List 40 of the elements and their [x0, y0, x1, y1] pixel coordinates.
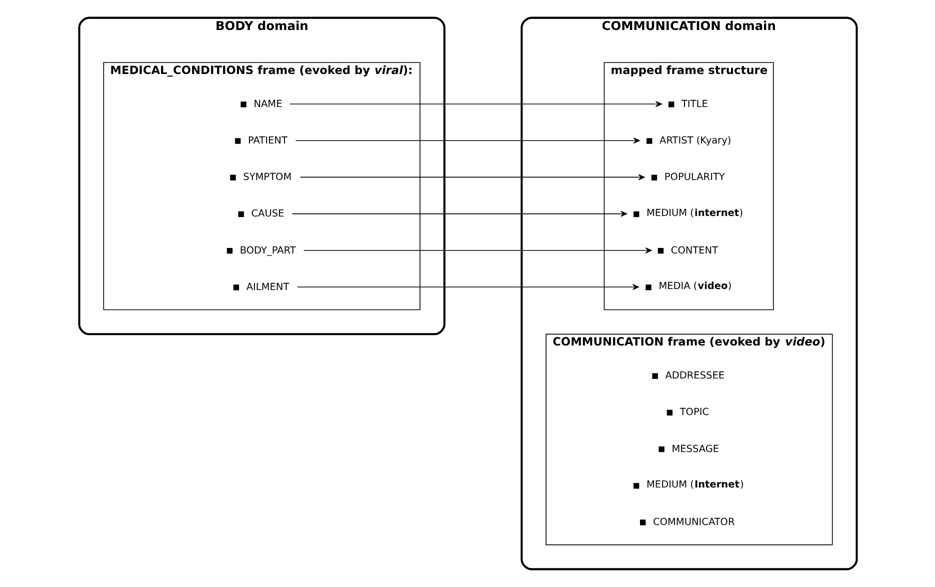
node-label: COMMUNICATOR: [652, 516, 734, 528]
node-box: [234, 138, 240, 144]
node-label: SYMPTOM: [242, 172, 292, 184]
node-label: ADDRESSEE: [664, 370, 724, 382]
node-box: [646, 138, 652, 144]
node-label: CAUSE: [250, 208, 284, 220]
arrow: [289, 101, 662, 107]
arrow: [296, 284, 638, 290]
node-label: TOPIC: [679, 407, 709, 418]
node-label: MEDIUM (internet): [646, 208, 743, 219]
node-box: [658, 446, 664, 452]
node-label: MEDIUM (Internet): [646, 480, 744, 491]
node-label: NAME: [253, 98, 282, 110]
node-box: [226, 248, 232, 254]
arrow: [299, 174, 644, 180]
node-box: [650, 174, 657, 180]
arrow: [294, 138, 640, 144]
arrow: [302, 247, 652, 254]
node-box: [668, 102, 674, 108]
node-box: [657, 248, 664, 254]
node-box: [652, 373, 658, 379]
node-box: [232, 284, 239, 290]
node-label: BODY_PART: [239, 245, 296, 256]
node-box: [633, 483, 639, 489]
node-box: [240, 102, 246, 108]
arrow: [291, 210, 627, 217]
node-label: MEDIA (video): [658, 281, 732, 292]
node-box: [633, 211, 639, 218]
node-label: ARTIST (Kyary): [659, 136, 731, 147]
node-label: POPULARITY: [664, 172, 724, 184]
node-box: [238, 211, 244, 218]
node-label: MESSAGE: [671, 444, 719, 455]
node-label: PATIENT: [248, 136, 287, 147]
node-box: [666, 410, 672, 416]
node-label: TITLE: [680, 98, 708, 110]
node-box: [230, 174, 236, 180]
node-box: [645, 284, 651, 290]
node-box: [640, 520, 646, 526]
node-label: AILMENT: [246, 282, 289, 293]
node-label: CONTENT: [670, 245, 718, 256]
